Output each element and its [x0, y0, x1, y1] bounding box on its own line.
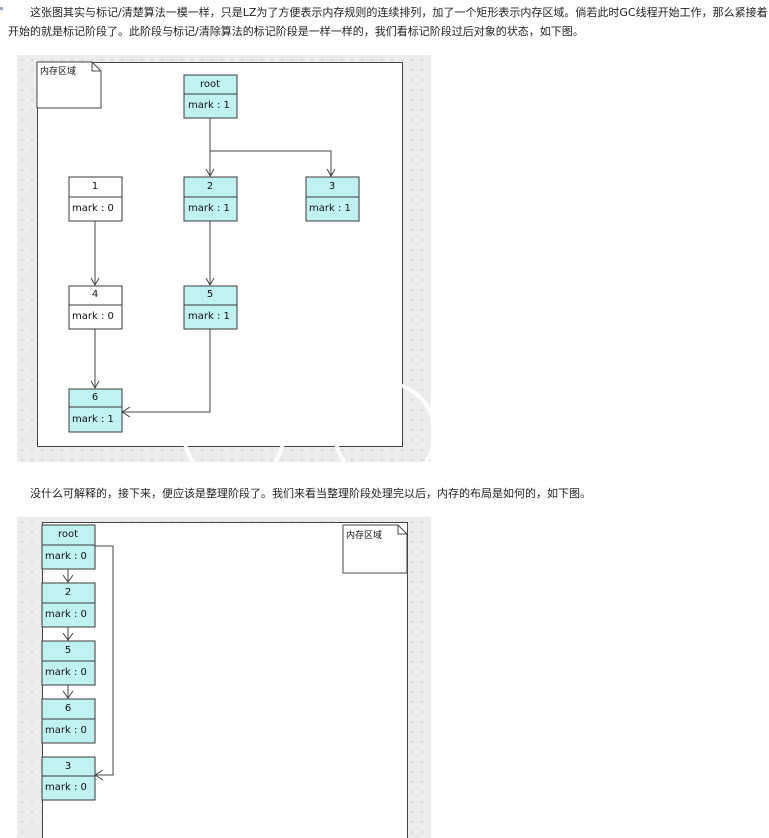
object-1-box — [68, 176, 123, 222]
object-6-title: 6 — [92, 392, 98, 403]
diagram-after-compact-svg: 内存区域 root mark : 0 2 mark : 0 — [41, 524, 408, 801]
arrowhead-root-3 — [326, 168, 336, 178]
object-1-mark: mark : 0 — [72, 203, 114, 214]
object-5: 5 mark : 0 — [41, 640, 96, 686]
object-root-box — [183, 74, 238, 119]
arrowhead-2-5 — [62, 632, 74, 641]
object-5-mark: mark : 1 — [188, 311, 230, 322]
object-root-mark: mark : 0 — [45, 551, 87, 562]
object-4-title: 4 — [92, 289, 98, 300]
object-3: 3 mark : 0 — [41, 756, 96, 801]
object-3-title: 3 — [329, 181, 335, 192]
object-root-mark: mark : 1 — [188, 100, 230, 111]
object-3-title: 3 — [65, 761, 71, 772]
bicycle-watermark — [182, 325, 431, 462]
memory-region-label: 内存区域 — [346, 529, 382, 541]
arrowhead-root-2 — [62, 574, 74, 583]
memory-region-label: 内存区域 — [40, 65, 76, 77]
object-6-title: 6 — [65, 703, 71, 714]
object-root-box — [41, 524, 96, 570]
edge-root-3 — [95, 545, 114, 776]
arrowhead-root-2 — [205, 168, 215, 178]
object-3-box — [305, 176, 360, 222]
object-2-box — [41, 582, 96, 628]
object-2-box — [183, 176, 238, 222]
object-root-title: root — [58, 529, 78, 540]
memory-region-note: 内存区域 — [36, 61, 102, 109]
object-6: 6 mark : 1 — [68, 388, 123, 433]
object-2-title: 2 — [207, 181, 213, 192]
diagram-after-compact: 内存区域 root mark : 0 2 mark : 0 — [17, 517, 431, 838]
object-2-mark: mark : 0 — [45, 609, 87, 620]
object-2-title: 2 — [65, 587, 71, 598]
object-6-box — [41, 698, 96, 744]
object-4-mark: mark : 0 — [72, 311, 114, 322]
object-root: root mark : 1 — [183, 74, 238, 119]
edge-5-6 — [122, 329, 211, 413]
arrowhead-5-6 — [62, 690, 74, 699]
object-5-title: 5 — [207, 289, 213, 300]
memory-region — [42, 522, 408, 838]
paragraph-compact-phase: 没什么可解释的，接下来，便应该是整理阶段了。我们来看当整理阶段处理完以后，内存的… — [30, 487, 591, 500]
arrowhead-2-5 — [205, 277, 215, 287]
object-3-mark: mark : 0 — [45, 782, 87, 793]
object-5-title: 5 — [65, 645, 71, 656]
object-2-mark: mark : 1 — [188, 203, 230, 214]
object-3: 3 mark : 1 — [305, 176, 360, 222]
object-1-title: 1 — [92, 181, 98, 192]
object-root-title: root — [200, 79, 220, 90]
object-1: 1 mark : 0 — [68, 176, 123, 222]
object-2: 2 mark : 1 — [183, 176, 238, 222]
object-5-box — [41, 640, 96, 686]
paragraph-mark-phase: 这张图其实与标记/清楚算法一模一样，只是LZ为了方便表示内存规则的连续排列，加了… — [8, 6, 768, 38]
arrowhead-1-4 — [90, 277, 100, 287]
list-bullet — [0, 7, 3, 10]
object-6-mark: mark : 1 — [72, 414, 114, 425]
diagram-after-mark-svg: 内存区域 root mark : 1 1 mar — [36, 61, 431, 462]
object-6-box — [68, 388, 123, 433]
object-3-mark: mark : 1 — [309, 203, 351, 214]
object-5-box — [183, 285, 238, 330]
diagram-after-mark: 内存区域 root mark : 1 1 mar — [17, 55, 431, 462]
object-root: root mark : 0 — [41, 524, 96, 570]
arrowhead-4-6 — [90, 380, 100, 390]
object-4: 4 mark : 0 — [68, 285, 123, 330]
object-5: 5 mark : 1 — [183, 285, 238, 330]
reference-edges — [90, 118, 336, 418]
object-2: 2 mark : 0 — [41, 582, 96, 628]
object-6: 6 mark : 0 — [41, 698, 96, 744]
object-6-mark: mark : 0 — [45, 725, 87, 736]
object-4-box — [68, 285, 123, 330]
memory-region-note: 内存区域 — [342, 524, 408, 574]
edge-root-3 — [210, 150, 332, 176]
object-5-mark: mark : 0 — [45, 667, 87, 678]
object-3-box — [41, 756, 96, 801]
